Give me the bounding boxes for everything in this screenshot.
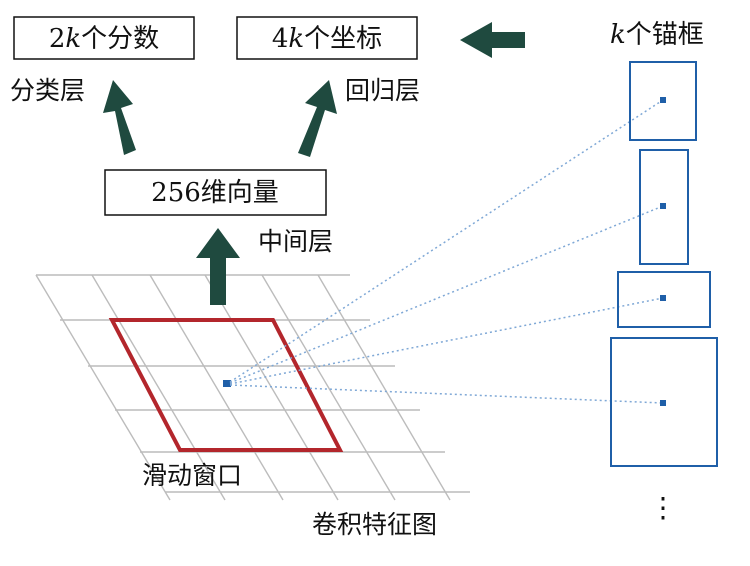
feature-map-grid [35, 274, 470, 501]
grid-col [149, 274, 284, 501]
anchor-boxes [610, 61, 718, 467]
arrow-to-scores [103, 80, 136, 155]
grid-col [317, 274, 451, 501]
arrows [103, 22, 525, 305]
vector-text: 256维向量 [151, 178, 279, 208]
anchor-box [610, 337, 718, 467]
anchor-connections [229, 99, 664, 404]
reg-layer-label: 回归层 [345, 76, 420, 105]
anchor-center [660, 203, 666, 209]
sliding-window [108, 318, 344, 452]
arrow-up-to-vector [196, 228, 240, 305]
coords-box [236, 16, 418, 60]
feature-map-label: 卷积特征图 [312, 510, 437, 539]
anchor-centers [660, 97, 666, 406]
ellipsis-label: ⋮ [649, 491, 677, 524]
anchor-box [639, 149, 689, 265]
coords-text: 4k个坐标 [272, 24, 382, 54]
anchors-label: k个锚框 [610, 20, 704, 50]
window-center-point [223, 380, 231, 387]
grid-col [35, 274, 171, 501]
grid-col [91, 274, 226, 501]
grid-col [261, 274, 396, 501]
scores-box [13, 16, 195, 60]
cls-layer-label: 分类层 [10, 76, 85, 105]
anchor-center [660, 400, 666, 406]
anchor-center [660, 295, 666, 301]
anchor-line [229, 384, 664, 404]
vector-box [104, 169, 327, 216]
mid-layer-label: 中间层 [258, 227, 333, 256]
anchor-line [229, 99, 664, 383]
anchor-box [629, 61, 697, 141]
anchor-center [660, 97, 666, 103]
arrow-anchors-to-coords [460, 22, 525, 58]
anchor-line [229, 297, 664, 385]
anchor-box [617, 271, 711, 328]
arrow-to-coords [298, 80, 337, 157]
sliding-window-label: 滑动窗口 [142, 461, 242, 490]
scores-text: 2k个分数 [49, 24, 159, 54]
grid-col [204, 274, 339, 501]
